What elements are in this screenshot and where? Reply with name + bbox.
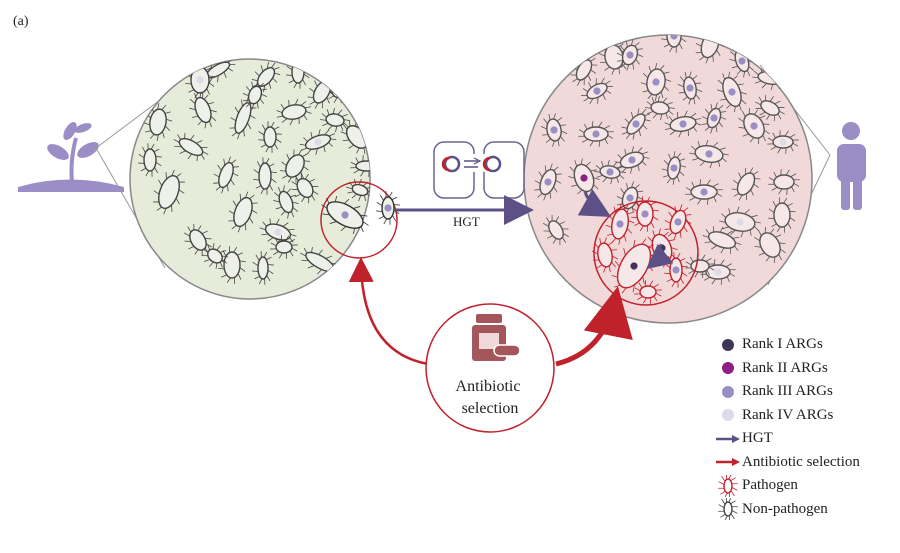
- hgt-arrow-inner: [577, 189, 612, 217]
- bacterium: [354, 60, 370, 82]
- bacterium: [767, 130, 799, 154]
- bacterium: [229, 96, 257, 140]
- pathogen-icon: [718, 474, 738, 497]
- center-label-line1: Antibiotic: [456, 378, 521, 395]
- legend-item-nonpathogen: Non-pathogen: [714, 498, 898, 522]
- bacterium: [755, 94, 785, 122]
- bacterium: [738, 107, 770, 145]
- bacterium: [367, 128, 370, 137]
- antibiotic-arrow-left: [348, 257, 429, 366]
- bacterium: [719, 206, 761, 238]
- bacterium: [214, 20, 254, 64]
- legend-item-pathogen: Pathogen: [714, 474, 898, 498]
- bacterium: [346, 178, 370, 202]
- pathogen: [631, 196, 659, 232]
- legend-item-rank2: Rank II ARGs: [714, 357, 898, 381]
- bacterium: [546, 35, 574, 70]
- human-icon: [837, 122, 866, 210]
- rank1-dot-icon: [722, 338, 734, 351]
- bacterium: [213, 156, 239, 194]
- legend: Rank I ARGs Rank II ARGs Rank III ARGs R…: [714, 333, 898, 521]
- pathogen: [634, 280, 662, 304]
- bacterium: [252, 251, 274, 285]
- soil-selection-cells: [321, 191, 400, 235]
- bacterium: [661, 35, 687, 53]
- pathogen: [591, 237, 619, 273]
- bacterium: [376, 191, 400, 225]
- bacterium: [153, 169, 185, 215]
- human-selection-circle: [593, 200, 699, 306]
- bacterium: [731, 167, 761, 201]
- bacterium: [717, 71, 747, 113]
- bacterium: [320, 107, 350, 133]
- non-pathogen-cell: [718, 498, 738, 521]
- legend-item-hgt: HGT: [714, 427, 898, 451]
- bacterium: [702, 226, 742, 254]
- bacterium: [581, 77, 613, 105]
- bacterium: [218, 246, 246, 284]
- bacterium: [253, 157, 277, 195]
- legend-item-antibiotic: Antibiotic selection: [714, 451, 898, 475]
- rank2-dot-icon: [722, 362, 734, 375]
- bacterium: [325, 59, 327, 61]
- legend-item-rank4: Rank IV ARGs: [714, 404, 898, 428]
- bacterium: [258, 121, 282, 153]
- bacterium: [273, 185, 299, 219]
- panel-label: (a): [13, 14, 29, 29]
- rank3-dot-icon: [722, 385, 734, 398]
- bacterium: [173, 132, 209, 162]
- bacterium: [768, 169, 800, 195]
- bacterium: [578, 121, 614, 147]
- plant-icon: [18, 121, 124, 192]
- bacterium: [614, 146, 650, 174]
- bacterium: [645, 95, 675, 121]
- bacterium: [701, 102, 727, 134]
- bacterium: [228, 191, 258, 233]
- legend-item-rank3: Rank III ARGs: [714, 380, 898, 404]
- antibiotic-arrow-icon: [716, 458, 740, 467]
- bacterium: [270, 235, 298, 259]
- center-label-line2: selection: [462, 400, 519, 417]
- bacterium: [616, 181, 644, 215]
- pill-bottle-icon: [472, 314, 521, 361]
- bacterium: [534, 163, 562, 201]
- bacterium: [291, 172, 319, 204]
- bacterium: [677, 71, 703, 105]
- bacterium: [265, 23, 304, 52]
- hgt-arrow-pathogen: [646, 243, 674, 270]
- bacterium: [754, 226, 786, 264]
- hgt-arrow-icon: [716, 434, 740, 443]
- bacterium: [661, 151, 687, 185]
- antibiotic-selection-circle: [425, 303, 555, 433]
- pathogen-cell: [718, 474, 738, 497]
- rank4-dot-icon: [722, 409, 734, 422]
- bacterium: [138, 143, 162, 177]
- bacterium: [276, 98, 312, 126]
- bacterium: [350, 155, 370, 177]
- non-pathogen-icon: [718, 498, 738, 521]
- pathogen-cells: [591, 196, 692, 304]
- legend-item-rank1: Rank I ARGs: [714, 333, 898, 357]
- hgt-device-icon: [433, 141, 525, 199]
- bacterium: [664, 110, 702, 138]
- bacterium: [161, 59, 191, 73]
- bacterium: [542, 214, 570, 246]
- bacterium: [201, 243, 229, 269]
- bacterium: [640, 63, 672, 101]
- hgt-label: HGT: [453, 214, 480, 229]
- svg-text:Antibiotic selection: Antibiotic selection: [456, 378, 525, 417]
- bacterium: [321, 195, 369, 235]
- bacterium: [689, 139, 729, 169]
- bacterium: [594, 159, 626, 185]
- bacterium: [242, 80, 268, 110]
- bacterium: [621, 108, 651, 140]
- bacterium: [768, 197, 796, 233]
- antibiotic-arrow-right: [555, 286, 633, 367]
- pathogen: [664, 204, 692, 240]
- bacterium: [299, 129, 337, 155]
- bacterium: [616, 39, 644, 71]
- bacterium: [685, 179, 723, 205]
- bacterium: [540, 113, 568, 147]
